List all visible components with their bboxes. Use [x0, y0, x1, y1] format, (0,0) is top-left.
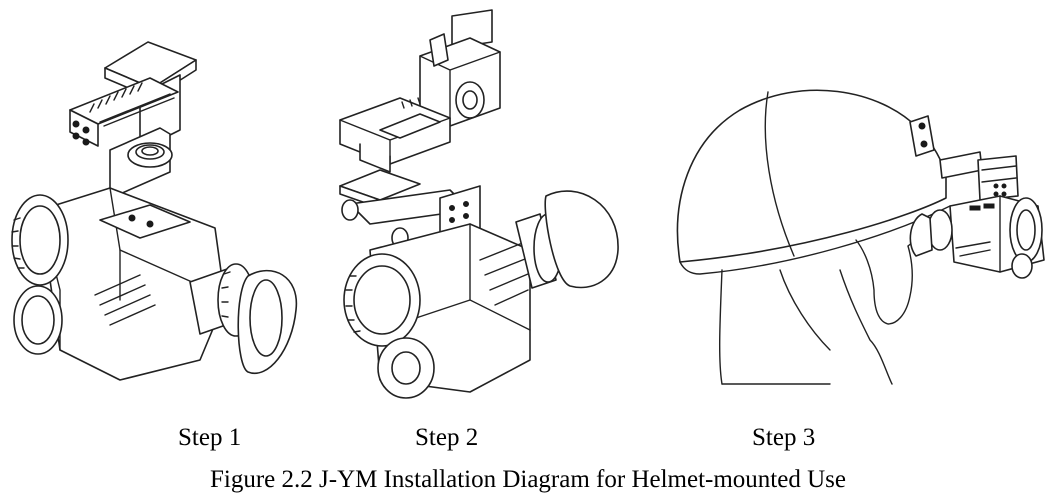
- mount-adapter-attached: [339, 169, 481, 249]
- night-vision-monocular: [909, 195, 1045, 279]
- figure-caption: Figure 2.2 J-YM Installation Diagram for…: [210, 466, 846, 493]
- helmet-mount-arm: [339, 9, 501, 173]
- helmet-mount-arm: [939, 151, 1019, 201]
- step-3-illustration: [660, 0, 1056, 420]
- step-1-label: Step 1: [178, 424, 242, 451]
- step-2-label: Step 2: [415, 424, 479, 451]
- step-3-label: Step 3: [752, 424, 816, 451]
- night-vision-monocular: [11, 187, 298, 381]
- helmet: [676, 89, 951, 275]
- step-1-illustration: [0, 0, 330, 420]
- night-vision-monocular: [343, 190, 619, 399]
- mount-adapter: [69, 41, 197, 195]
- step-2-illustration: [320, 0, 640, 420]
